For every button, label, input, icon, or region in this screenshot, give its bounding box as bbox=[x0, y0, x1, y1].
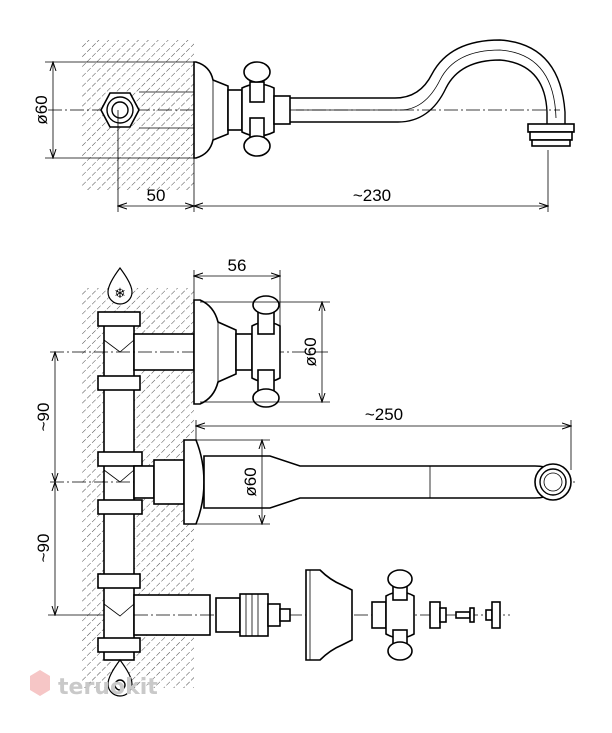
dim-diameter-top: ø60 bbox=[32, 62, 194, 158]
dim-spout-length-front: ~250 bbox=[196, 405, 571, 470]
dim-upper-spacing-label: ~90 bbox=[34, 403, 53, 432]
escutcheon-top bbox=[193, 61, 229, 159]
dim-wall-depth-label: 50 bbox=[147, 186, 166, 205]
dim-lower-spacing-label: ~90 bbox=[34, 534, 53, 563]
handle-exploded bbox=[371, 569, 415, 661]
dim-handle-depth-label: 56 bbox=[228, 256, 247, 275]
screw-exploded bbox=[455, 607, 475, 623]
watermark: teruokit bbox=[30, 670, 158, 700]
aerator-top bbox=[527, 123, 575, 147]
dim-spout-length-top-label: ~230 bbox=[353, 186, 391, 205]
dim-spout-length-top: ~230 bbox=[194, 150, 548, 212]
dim-wall-depth: 50 bbox=[118, 110, 194, 212]
cartridge bbox=[215, 593, 291, 637]
dim-spout-length-front-label: ~250 bbox=[365, 405, 403, 424]
supply-pipe bbox=[97, 311, 211, 661]
spout-front bbox=[50, 439, 575, 525]
cold-water-icon: ❄ bbox=[107, 266, 133, 305]
valve-upper bbox=[50, 295, 330, 408]
dim-handle-diameter-label: ø60 bbox=[301, 337, 320, 366]
button-exploded bbox=[485, 601, 501, 629]
top-view: ø60 50 ~230 bbox=[32, 39, 575, 212]
dim-handle-diameter: ø60 bbox=[200, 302, 330, 402]
hot-water-icon bbox=[107, 658, 133, 697]
dim-spout-diameter: ø60 bbox=[196, 440, 270, 524]
dim-diameter-label: ø60 bbox=[32, 95, 51, 124]
dim-handle-depth: 56 bbox=[194, 256, 280, 326]
watermark-text: teruokit bbox=[58, 675, 158, 700]
exploded-valve bbox=[134, 569, 510, 661]
svg-text:❄: ❄ bbox=[114, 286, 126, 302]
spout-top bbox=[290, 39, 566, 124]
wall-hex-nut bbox=[100, 91, 194, 129]
dim-upper-spacing: ~90 bbox=[34, 352, 55, 482]
dim-spout-diameter-label: ø60 bbox=[241, 467, 260, 496]
handle-top bbox=[227, 61, 291, 157]
wall-hatch-top bbox=[82, 40, 194, 190]
escutcheon-exploded bbox=[305, 569, 353, 661]
dim-lower-spacing: ~90 bbox=[34, 482, 104, 615]
front-view: ❄ 56 ø60 bbox=[34, 256, 575, 697]
cap-exploded bbox=[429, 601, 447, 629]
